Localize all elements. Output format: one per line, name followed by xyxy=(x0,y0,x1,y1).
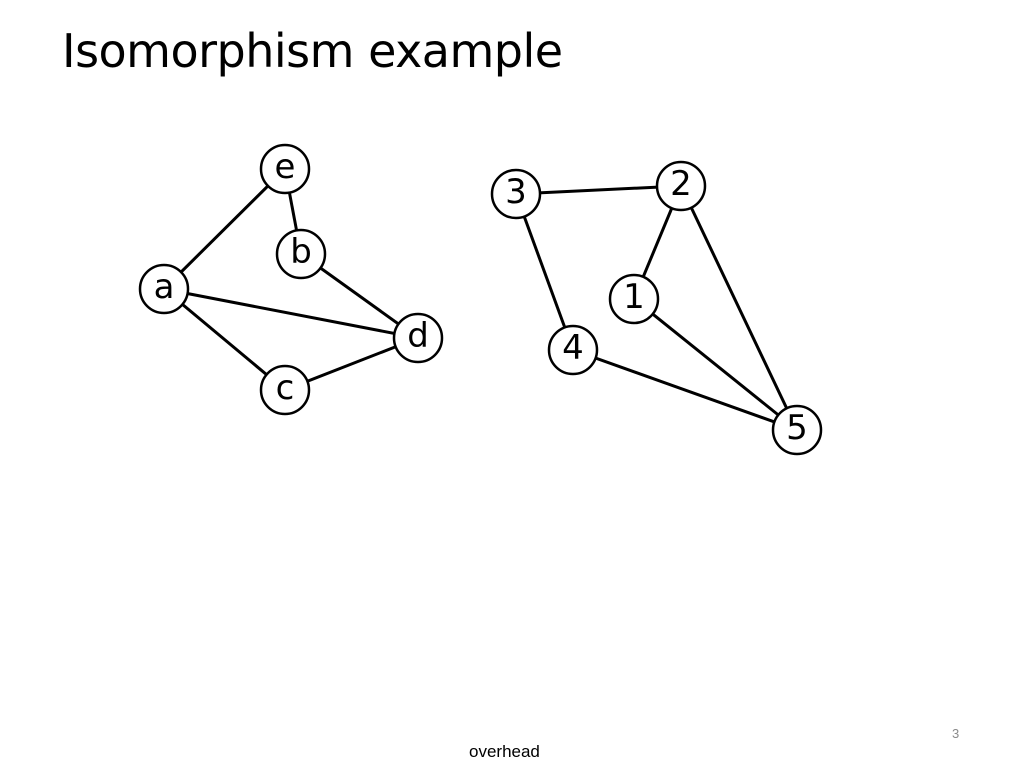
node-label: 2 xyxy=(670,164,692,204)
node-circle xyxy=(259,364,311,416)
node-3: 3 xyxy=(490,168,542,220)
node-b: b xyxy=(275,228,327,280)
node-circle xyxy=(655,160,707,212)
node-d: d xyxy=(392,312,444,364)
node-label: b xyxy=(290,232,312,272)
node-circle xyxy=(771,404,823,456)
edge-a-c xyxy=(163,287,286,392)
footer-text: overhead xyxy=(469,742,540,761)
node-label: 1 xyxy=(623,277,645,317)
node-circle xyxy=(490,168,542,220)
edge-2-5 xyxy=(679,185,799,431)
node-5: 5 xyxy=(771,404,823,456)
node-circle xyxy=(275,228,327,280)
node-e: e xyxy=(259,143,311,195)
edge-1-5 xyxy=(633,297,798,432)
node-label: 4 xyxy=(562,328,584,368)
node-label: d xyxy=(407,316,429,356)
node-label: 3 xyxy=(505,172,527,212)
node-circle xyxy=(392,312,444,364)
edge-a-d xyxy=(163,287,419,340)
node-label: a xyxy=(154,267,175,307)
nodes-layer: e b a d c 3 2 14 5 xyxy=(138,143,823,456)
node-label: e xyxy=(275,147,296,187)
slide-title: Isomorphism example xyxy=(62,24,563,78)
page-number: 3 xyxy=(952,726,960,741)
node-circle xyxy=(259,143,311,195)
edges-layer xyxy=(162,167,799,432)
node-c: c xyxy=(259,364,311,416)
node-1: 1 xyxy=(608,273,660,325)
edge-4-5 xyxy=(572,348,798,432)
node-circle xyxy=(138,263,190,315)
node-a: a xyxy=(138,263,190,315)
edge-3-2 xyxy=(515,184,682,196)
edge-3-4 xyxy=(514,193,575,351)
node-2: 2 xyxy=(655,160,707,212)
node-circle xyxy=(547,324,599,376)
node-label: c xyxy=(276,368,295,408)
edge-a-e xyxy=(162,167,287,291)
node-circle xyxy=(608,273,660,325)
node-4: 4 xyxy=(547,324,599,376)
node-label: 5 xyxy=(786,408,808,448)
